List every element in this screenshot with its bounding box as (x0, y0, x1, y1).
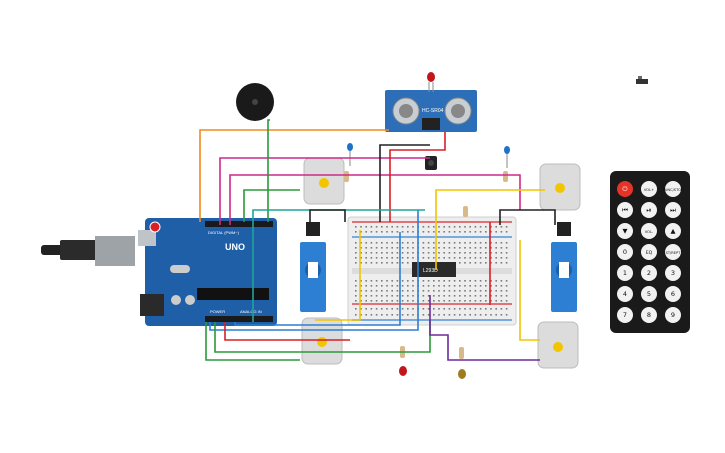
dc-motor-bottom-right[interactable] (537, 321, 579, 369)
servo-left[interactable] (300, 222, 326, 312)
remote-button-label: 1 (623, 269, 627, 277)
dc-motor-top-right[interactable] (539, 163, 581, 211)
wire-magenta (219, 157, 430, 225)
wire-yellow-right (519, 240, 540, 341)
remote-button-label: 4 (623, 290, 627, 298)
ultrasonic-sensor[interactable]: HC-SR04 (385, 90, 477, 132)
remote-button[interactable]: ⏻ (617, 181, 633, 197)
remote-button[interactable]: ▲ (665, 223, 681, 239)
wire-green-top (243, 189, 300, 222)
remote-button[interactable]: VOL+ (641, 181, 657, 197)
slide-switch[interactable] (636, 76, 648, 84)
remote-button-label: 5 (647, 290, 651, 298)
blue-led-left[interactable] (347, 143, 353, 166)
red-led-bottom[interactable] (399, 366, 407, 376)
remote-button[interactable]: ▼ (617, 223, 633, 239)
blue-led-right[interactable] (504, 146, 510, 168)
wire-purple (429, 295, 540, 361)
wire-green-2 (267, 119, 270, 222)
remote-button[interactable]: 9 (665, 307, 681, 323)
remote-button[interactable]: 6 (665, 286, 681, 302)
remote-button-label: ▲ (671, 227, 676, 235)
remote-button-label: ⏭ (670, 206, 676, 214)
yellow-led-bottom[interactable] (458, 369, 466, 379)
wire-yellow-left (315, 230, 361, 321)
remote-button[interactable]: ⏯ (641, 202, 657, 218)
resistor-2[interactable] (503, 171, 508, 182)
wire-blue-1 (209, 210, 419, 331)
remote-button-label: 8 (647, 311, 651, 319)
wire-blue-2 (234, 232, 401, 326)
wires (199, 119, 556, 361)
sensor-label: HC-SR04 (422, 108, 444, 114)
resistor-1[interactable] (344, 171, 349, 182)
wire-black-top (379, 144, 430, 222)
remote-button[interactable]: ST/REPT (665, 244, 681, 260)
remote-button[interactable]: EQ (641, 244, 657, 260)
remote-button[interactable]: 5 (641, 286, 657, 302)
ir-receiver[interactable] (425, 156, 437, 170)
remote-button[interactable]: 7 (617, 307, 633, 323)
board-power-label: POWER (210, 309, 225, 314)
remote-button-label: ⏯ (646, 206, 651, 214)
remote-button-label: FUNC/STOP (663, 188, 684, 192)
resistor-4[interactable] (459, 347, 464, 359)
wire-green-bottom (205, 322, 300, 361)
top-red-led[interactable] (427, 72, 435, 92)
remote-button-label: EQ (646, 250, 653, 256)
resistor-5[interactable] (463, 206, 468, 217)
remote-button-label: 0 (623, 248, 627, 256)
motor-driver-chip[interactable]: L293D (412, 262, 456, 277)
wire-magenta-2 (229, 174, 521, 225)
remote-button-label: 3 (671, 269, 675, 277)
remote-button-label: 7 (623, 311, 627, 319)
remote-button-label: ST/REPT (666, 251, 682, 255)
remote-button-label: 2 (647, 269, 651, 277)
wire-orange (199, 129, 389, 222)
remote-button[interactable]: 3 (665, 265, 681, 281)
dc-motor-top-left[interactable] (303, 157, 345, 205)
wire-black-servo-left (309, 209, 346, 222)
board-brand-label: UNO (225, 242, 245, 252)
remote-button[interactable]: VOL- (641, 223, 657, 239)
remote-button[interactable]: 4 (617, 286, 633, 302)
remote-button[interactable]: ⏮ (617, 202, 633, 218)
remote-button-label: ▼ (623, 227, 628, 235)
servo-right[interactable] (551, 222, 577, 312)
remote-button[interactable]: ⏭ (665, 202, 681, 218)
remote-button-label: ⏻ (622, 185, 627, 193)
remote-button[interactable]: 1 (617, 265, 633, 281)
remote-button-label: VOL- (645, 230, 654, 234)
ir-remote[interactable]: ⏻ VOL+ FUNC/STOP ⏮ ⏯ ⏭ ▼ VOL- ▲ 0 EQ ST/REPT 1 2 3 4 5 6 7… (610, 171, 690, 333)
chip-label: L293D (423, 268, 438, 274)
remote-button[interactable]: 2 (641, 265, 657, 281)
remote-button-label: 6 (671, 290, 675, 298)
arduino-board[interactable]: UNO DIGITAL (PWM~) POWER ANALOG IN (41, 218, 277, 326)
piezo-buzzer[interactable] (236, 83, 274, 121)
remote-button[interactable]: 0 (617, 244, 633, 260)
wire-green-bottom-2 (214, 320, 431, 353)
remote-button-label: VOL+ (644, 188, 654, 192)
wire-red-top (389, 132, 446, 222)
wire-red-bottom (224, 322, 350, 341)
board-analog-label: ANALOG IN (240, 309, 262, 314)
board-digital-label: DIGITAL (PWM~) (208, 230, 240, 235)
wire-teal (252, 209, 425, 322)
wire-yellow (435, 189, 545, 270)
remote-button[interactable]: FUNC/STOP (663, 181, 684, 197)
remote-button[interactable]: 8 (641, 307, 657, 323)
remote-button-label: 9 (671, 311, 675, 319)
remote-button-label: ⏮ (622, 206, 628, 214)
wire-black-right (499, 209, 556, 225)
